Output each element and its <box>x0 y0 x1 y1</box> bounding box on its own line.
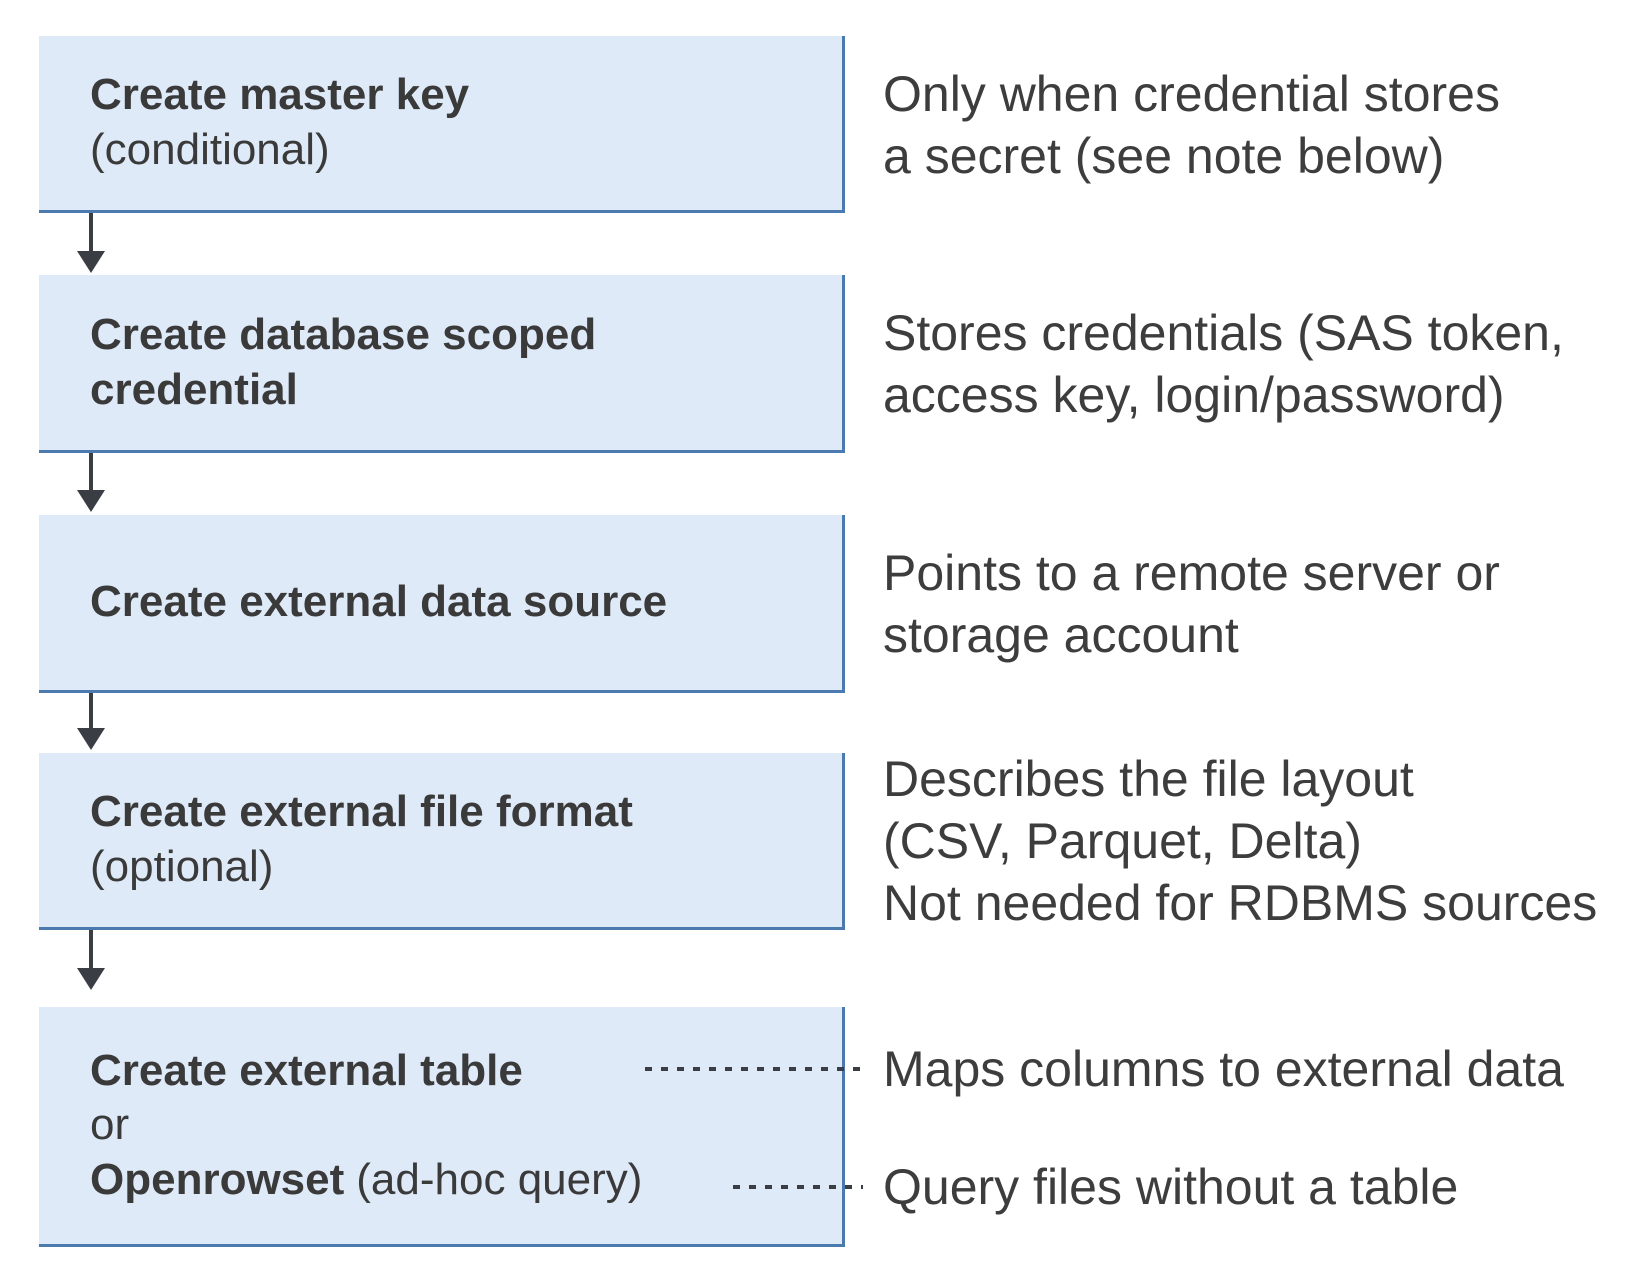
step-box-external-file-format: Create external file format (optional) <box>39 753 845 930</box>
annotation-external-table: Maps columns to external data <box>883 1041 1564 1097</box>
step-box-create-master-key: Create master key (conditional) <box>39 36 845 213</box>
arrow-head-icon <box>77 728 105 750</box>
annotation-openrowset: Query files without a table <box>883 1159 1459 1215</box>
annotation-external-data-source: Points to a remote server or storage acc… <box>883 545 1500 663</box>
arrow-line <box>89 213 93 251</box>
annotation-master-key: Only when credential stores a secret (se… <box>883 66 1500 184</box>
step-title: Create external data source <box>90 577 668 627</box>
arrow-line <box>89 930 93 968</box>
alt-note: (ad-hoc query) <box>356 1154 643 1204</box>
step-box-database-scoped-credential: Create database scoped credential <box>39 275 845 453</box>
step-title: Create external table <box>90 1045 523 1095</box>
arrow-line <box>89 693 93 728</box>
arrow-head-icon <box>77 490 105 512</box>
annotation-database-scoped-credential: Stores credentials (SAS token, access ke… <box>883 305 1564 423</box>
step-note: (optional) <box>90 842 274 891</box>
or-label: or <box>90 1100 130 1150</box>
arrow-head-icon <box>77 968 105 990</box>
down-arrow-icon <box>77 930 105 990</box>
down-arrow-icon <box>77 693 105 750</box>
dashed-connector-table <box>645 1067 863 1071</box>
annotation-external-file-format: Describes the file layout (CSV, Parquet,… <box>883 751 1598 931</box>
step-title: Create external file format <box>90 787 633 837</box>
step-title: Create master key <box>90 70 470 120</box>
arrow-head-icon <box>77 251 105 273</box>
down-arrow-icon <box>77 213 105 273</box>
alt-title-line: Openrowset(ad-hoc query) <box>90 1153 842 1208</box>
alt-title: Openrowset <box>90 1154 345 1204</box>
step-title: Create database scoped credential <box>90 309 597 414</box>
step-box-external-data-source: Create external data source <box>39 515 845 693</box>
down-arrow-icon <box>77 453 105 512</box>
dashed-connector-openrowset <box>733 1185 863 1189</box>
arrow-line <box>89 453 93 490</box>
step-note: (conditional) <box>90 125 330 174</box>
step-box-external-table-or-openrowset: Create external table or Openrowset(ad-h… <box>39 1007 845 1247</box>
